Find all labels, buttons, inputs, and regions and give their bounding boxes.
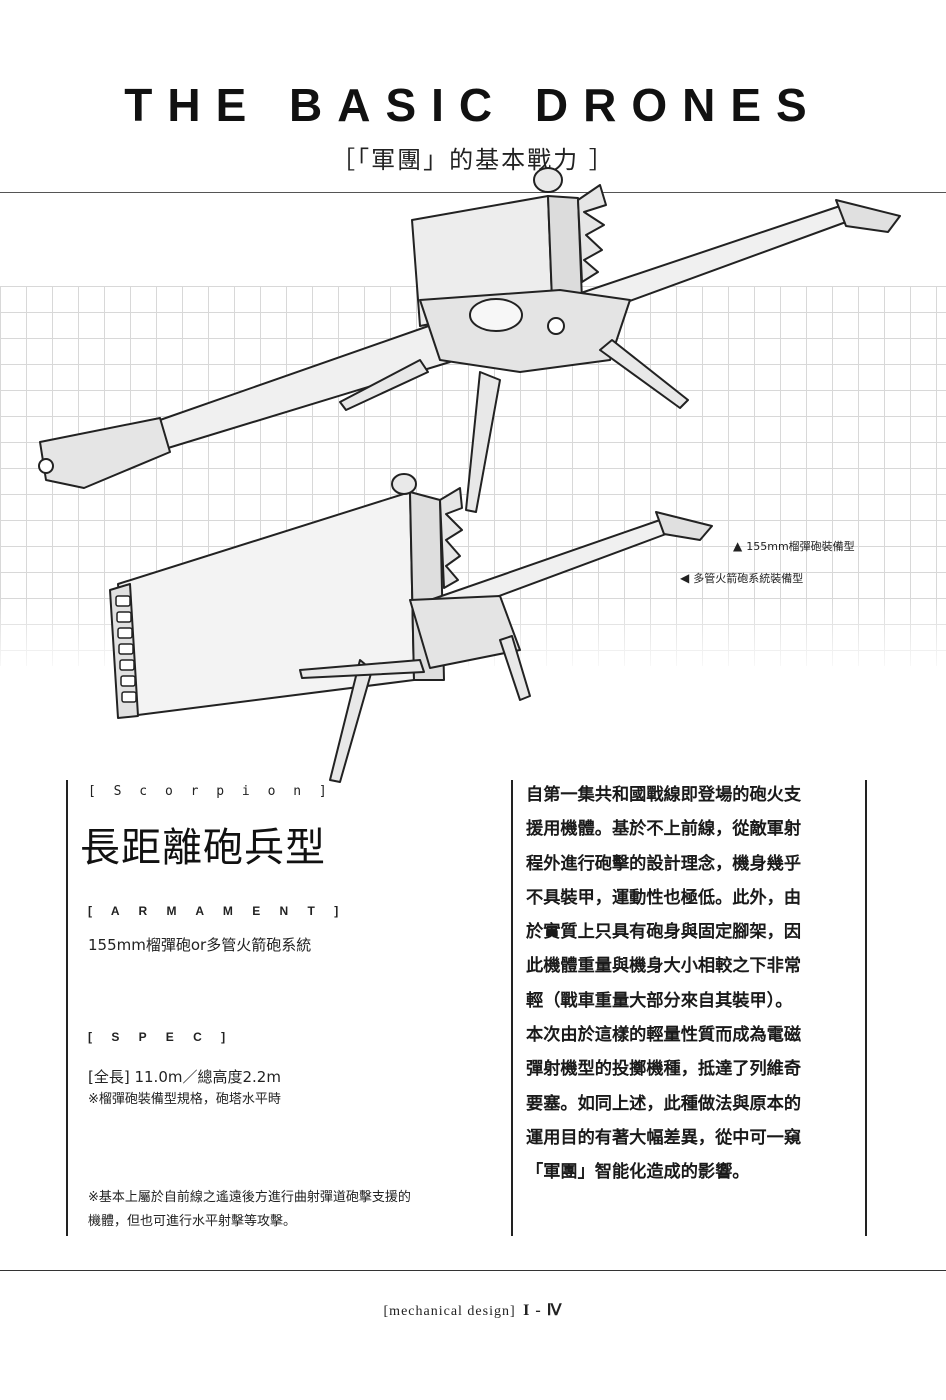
description-line: 彈射機型的投擲機種，抵達了列維奇 (526, 1059, 802, 1080)
armament-heading: [ A R M A M E N T ] (88, 904, 347, 918)
description-text: 自第一集共和國戰線即登場的砲火支 援用機體。基於不上前線，從敵軍射 程外進行砲擊… (526, 778, 856, 1190)
triangle-left-icon: ◀ (680, 571, 690, 585)
unit-codename: [ S c o r p i o n ] (88, 784, 332, 799)
triangle-up-icon: ▲ (733, 539, 743, 553)
footnote-line-1: ※基本上屬於自前線之遙遠後方進行曲射彈道砲擊支援的 (88, 1190, 411, 1205)
footnote-line-2: 機體，但也可進行水平射擊等攻擊。 (88, 1214, 297, 1229)
left-rule (66, 780, 68, 1236)
rocket-tubes (115, 595, 137, 703)
armament-value: 155mm榴彈砲or多管火箭砲系統 (88, 936, 312, 954)
caption-rocket: ◀多管火箭砲系統裝備型 (680, 570, 803, 586)
description-line: 本次由於這樣的輕量性質而成為電磁 (526, 1025, 802, 1046)
description-line: 輕（戰車重量大部分來自其裝甲）。 (526, 990, 793, 1011)
spec-heading: [ S P E C ] (88, 1030, 234, 1044)
footer-label: [mechanical design] (383, 1304, 516, 1319)
top-divider (0, 192, 946, 193)
description-line: 運用目的有著大幅差異，從中可一窺 (526, 1127, 802, 1148)
page-number: I - Ⅳ (523, 1302, 563, 1319)
bottom-divider (0, 1270, 946, 1271)
description-line: 程外進行砲擊的設計理念，機身幾乎 (526, 853, 802, 874)
unit-name: 長距離砲兵型 (80, 825, 326, 871)
caption-howitzer: ▲155mm榴彈砲裝備型 (733, 538, 855, 554)
middle-rule (511, 780, 513, 1236)
rocket-launcher-drone-figure (109, 473, 713, 783)
drone-illustration (38, 167, 901, 783)
description-line: 此機體重量與機身大小相較之下非常 (526, 956, 802, 977)
description-line: 要塞。如同上述，此種做法與原本的 (526, 1093, 802, 1114)
description-line: 不具裝甲，運動性也極低。此外，由 (526, 887, 802, 908)
spec-note: ※榴彈砲裝備型規格，砲塔水平時 (88, 1092, 281, 1107)
page-title: THE BASIC DRONES (124, 79, 822, 131)
howitzer-drone-figure (38, 167, 901, 513)
description-line: 於實質上只具有砲身與固定腳架，因 (526, 922, 802, 943)
description-line: 自第一集共和國戰線即登場的砲火支 (526, 785, 802, 805)
page-footer: [mechanical design] I - Ⅳ (0, 1300, 946, 1320)
caption-rocket-text: 多管火箭砲系統裝備型 (693, 572, 804, 585)
description-line: 援用機體。基於不上前線，從敵軍射 (526, 819, 802, 840)
page-subtitle: ［「軍團」的基本戰力 ］ (331, 146, 615, 174)
description-line: 「軍團」智能化造成的影響。 (526, 1162, 750, 1183)
spec-value: [全長] 11.0m／總高度2.2m (88, 1068, 281, 1086)
caption-howitzer-text: 155mm榴彈砲裝備型 (746, 540, 855, 553)
right-rule (865, 780, 867, 1236)
